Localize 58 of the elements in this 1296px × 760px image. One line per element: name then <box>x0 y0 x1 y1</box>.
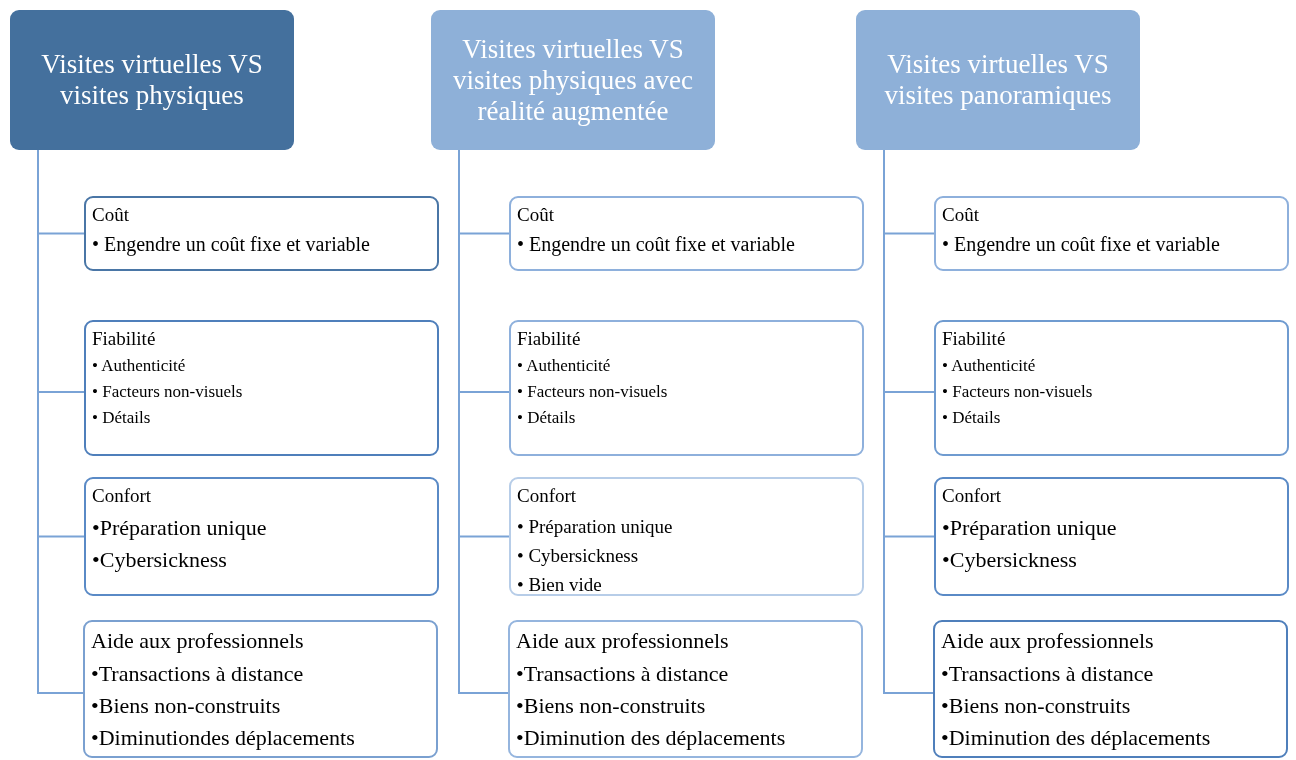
bullet-item: •Biens non-construits <box>91 692 282 720</box>
box-heading: Coût <box>517 203 555 227</box>
bullet-item: • Bien vide <box>517 573 603 597</box>
bullet-item: • Détails <box>92 407 152 429</box>
bullet-item: • Cybersickness <box>517 544 640 568</box>
bullet-item: • Authenticité <box>942 355 1037 377</box>
bullet-item: • Engendre un coût fixe et variable <box>517 232 796 258</box>
bullet-item: • Préparation unique <box>517 515 674 539</box>
bullet-item: •Transactions à distance <box>941 660 1155 688</box>
bullet-item: •Cybersickness <box>942 546 1078 574</box>
bullet-item: •Préparation unique <box>942 514 1118 542</box>
bullet-item: • Facteurs non-visuels <box>942 381 1094 403</box>
bullet-item: • Détails <box>942 407 1002 429</box>
header-box <box>856 10 1140 150</box>
box-heading: Fiabilité <box>517 327 582 351</box>
box-heading: Aide aux professionnels <box>941 627 1155 655</box>
topic-box <box>509 477 864 596</box>
topic-box <box>509 320 864 456</box>
bullet-item: • Engendre un coût fixe et variable <box>92 232 371 258</box>
topic-box <box>934 477 1289 596</box>
bullet-item: •Cybersickness <box>92 546 228 574</box>
header-box <box>10 10 294 150</box>
box-heading: Confort <box>92 484 153 508</box>
topic-box <box>509 196 864 271</box>
header-box <box>431 10 715 150</box>
topic-box <box>934 196 1289 271</box>
bullet-item: •Biens non-construits <box>516 692 707 720</box>
bullet-item: •Diminutiondes déplacements <box>91 724 356 752</box>
bullet-item: •Diminution des déplacements <box>941 724 1212 752</box>
topic-box <box>83 620 438 758</box>
topic-box <box>84 477 439 596</box>
box-heading: Confort <box>942 484 1003 508</box>
bullet-item: • Authenticité <box>517 355 612 377</box>
header-title: Visites virtuelles VS visites panoramiques <box>883 49 1113 111</box>
box-heading: Aide aux professionnels <box>91 627 305 655</box>
topic-box <box>934 320 1289 456</box>
topic-box <box>84 320 439 456</box>
bullet-item: •Transactions à distance <box>91 660 305 688</box>
bullet-item: •Biens non-construits <box>941 692 1132 720</box>
topic-box <box>508 620 863 758</box>
bullet-item: • Facteurs non-visuels <box>517 381 669 403</box>
box-heading: Aide aux professionnels <box>516 627 730 655</box>
bullet-item: •Diminution des déplacements <box>516 724 787 752</box>
bullet-item: • Engendre un coût fixe et variable <box>942 232 1221 258</box>
header-title: Visites virtuelles VS visites physiques avec réalité augmentée <box>452 33 694 127</box>
bullet-item: • Détails <box>517 407 577 429</box>
topic-box <box>933 620 1288 758</box>
bullet-item: • Facteurs non-visuels <box>92 381 244 403</box>
bullet-item: •Transactions à distance <box>516 660 730 688</box>
box-heading: Confort <box>517 484 578 508</box>
box-heading: Coût <box>942 203 980 227</box>
box-heading: Coût <box>92 203 130 227</box>
topic-box <box>84 196 439 271</box>
box-heading: Fiabilité <box>942 327 1007 351</box>
header-title: Visites virtuelles VS visites physiques <box>40 49 264 111</box>
bullet-item: • Authenticité <box>92 355 187 377</box>
box-heading: Fiabilité <box>92 327 157 351</box>
bullet-item: •Préparation unique <box>92 514 268 542</box>
